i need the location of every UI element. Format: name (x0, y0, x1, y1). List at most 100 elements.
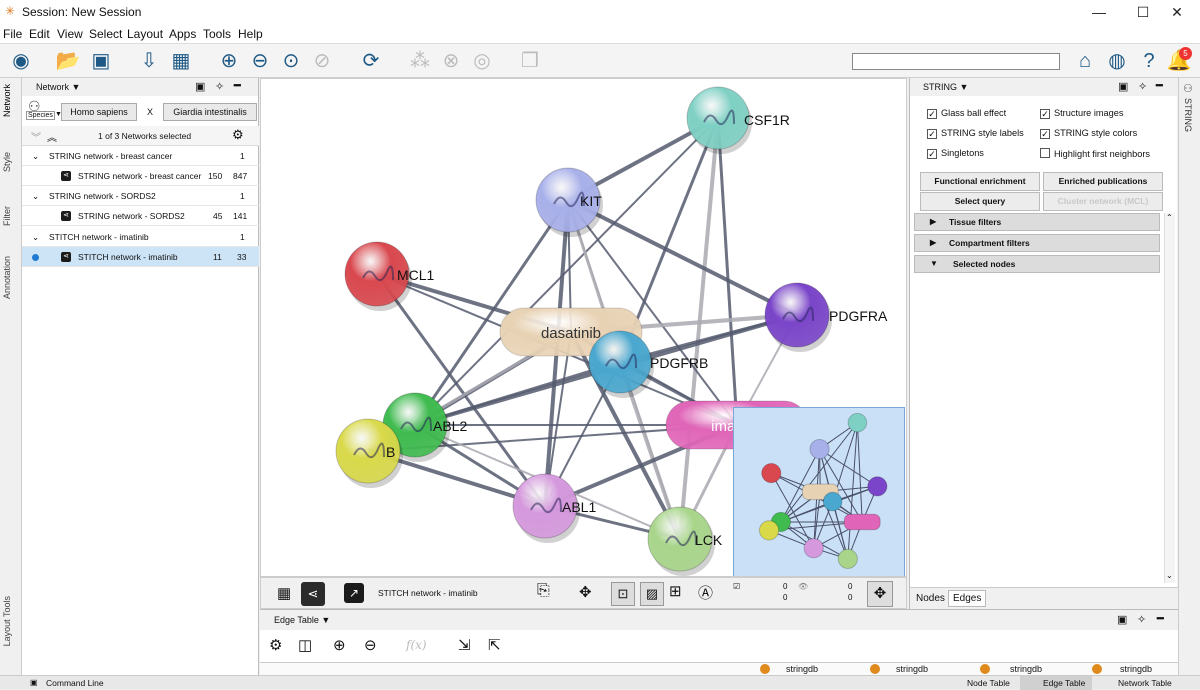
node-ABL2[interactable]: ABL2 (382, 392, 467, 462)
home-icon[interactable]: ⌂ (1078, 50, 1092, 72)
tissue-filters-accordion[interactable]: ▶Tissue filters (914, 213, 1160, 231)
tab-network-table[interactable]: Network Table (1118, 678, 1172, 688)
column-header[interactable]: stringdb (1120, 664, 1153, 674)
node-ball[interactable] (344, 241, 410, 307)
menu-tools[interactable]: Tools (203, 27, 232, 41)
pin-icon[interactable]: ✧ (1138, 81, 1148, 93)
help-icon[interactable]: ? (1143, 50, 1155, 72)
minimize-panel-icon[interactable]: ━ (1157, 613, 1164, 625)
network-overview-panel[interactable] (733, 407, 905, 576)
tab-annotation[interactable]: Annotation (2, 256, 12, 300)
minimize-panel-icon[interactable]: ━ (234, 80, 241, 92)
menu-layout[interactable]: Layout (127, 27, 164, 41)
node-KIT[interactable]: KIT (535, 167, 603, 237)
close-button[interactable]: ✕ (1171, 4, 1183, 20)
show-icon[interactable]: ◎ (473, 50, 491, 72)
checkbox-box[interactable]: ✓ (927, 109, 937, 119)
menu-view[interactable]: View (57, 27, 83, 41)
expand-chevron-icon[interactable]: ⌄ (32, 232, 40, 242)
enriched-publications-button[interactable]: Enriched publications (1043, 172, 1163, 191)
export-table-icon[interactable]: ⇱ (488, 637, 501, 654)
zoom-selected-icon[interactable]: ⊘ (313, 50, 331, 72)
network-row[interactable]: ⋖ STRING network - SORDS2 45 141 (22, 206, 259, 226)
text-annotation-icon[interactable]: Ⓐ (698, 585, 714, 602)
tab-node-table[interactable]: Node Table (967, 678, 1010, 688)
menu-edit[interactable]: Edit (29, 27, 50, 41)
fit-content-icon[interactable]: ✥ (579, 584, 592, 601)
edge-CSF1R-imatinib[interactable] (716, 117, 739, 426)
float-panel-icon[interactable]: ▣ (1118, 81, 1129, 93)
checkbox-box[interactable]: ✓ (927, 129, 937, 139)
add-column-icon[interactable]: ⊕ (333, 637, 346, 654)
import-table-icon[interactable]: ▦ (171, 50, 191, 72)
checkbox-box[interactable]: ✓ (1040, 129, 1050, 139)
collapse-all-icon[interactable]: ︾ (31, 133, 41, 144)
selected-nodes-accordion[interactable]: ▼Selected nodes (914, 255, 1160, 273)
tab-edges[interactable]: Edges (948, 590, 987, 607)
scroll-up-icon[interactable]: ⌃ (1166, 213, 1173, 222)
edge-dasatinib-LCK[interactable] (569, 331, 682, 540)
pin-icon[interactable]: ✧ (215, 81, 225, 93)
column-header[interactable]: stringdb (896, 664, 929, 674)
float-panel-icon[interactable]: ▣ (1117, 614, 1128, 626)
species-tab-homo-sapiens[interactable]: Homo sapiens (61, 103, 137, 121)
node-ball[interactable] (335, 418, 401, 484)
network-view-icon[interactable]: ⋖ (301, 582, 325, 606)
save-session-icon[interactable]: ▣ (91, 50, 111, 72)
menu-file[interactable]: File (3, 27, 23, 41)
collection-row[interactable]: ⌄ STRING network - SORDS2 1 (22, 186, 259, 206)
select-annotations-icon[interactable]: ⊞ (669, 583, 682, 600)
export-image-icon[interactable]: ⎘ (537, 582, 550, 599)
checkbox-string-colors[interactable]: ✓STRING style colors (1040, 128, 1137, 139)
menu-select[interactable]: Select (89, 27, 123, 41)
node-CSF1R[interactable]: CSF1R (686, 86, 790, 154)
network-row-selected[interactable]: ⋖ STITCH network - imatinib 11 33 (22, 247, 259, 267)
edge-CSF1R-LCK[interactable] (678, 117, 720, 540)
import-network-icon[interactable]: ⇩ (140, 50, 158, 72)
network-row[interactable]: ⋖ STRING network - breast cancer 150 847 (22, 166, 259, 186)
expand-chevron-icon[interactable]: ⌄ (32, 191, 40, 201)
navigator-icon[interactable]: ✥ (867, 581, 893, 607)
network-graph[interactable]: CSF1RKITMCL1dasatinibPDGFRAPDGFRBimatini… (261, 79, 907, 577)
tab-layout-tools[interactable]: Layout Tools (2, 596, 12, 647)
checkbox-highlight-neighbors[interactable]: Highlight first neighbors (1040, 148, 1150, 159)
minimize-button[interactable]: — (1092, 4, 1106, 20)
compartment-filters-accordion[interactable]: ▶Compartment filters (914, 234, 1160, 252)
hide-icon[interactable]: ⊗ (442, 50, 460, 72)
scroll-down-icon[interactable]: ⌄ (1166, 571, 1173, 580)
zoom-in-icon[interactable]: ⊕ (220, 50, 238, 72)
collection-row[interactable]: ⌄ STRING network - breast cancer 1 (22, 146, 259, 166)
menu-help[interactable]: Help (238, 27, 263, 41)
refresh-icon[interactable]: ⟳ (362, 50, 380, 72)
node-PDGFRA[interactable]: PDGFRA (764, 282, 888, 352)
grid-view-icon[interactable]: ▦ (277, 585, 292, 602)
network-panel-title[interactable]: Network ▼ (36, 82, 81, 92)
show-all-icon[interactable]: ⁂ (410, 50, 430, 72)
node-ball[interactable] (512, 473, 578, 539)
maximize-button[interactable]: ☐ (1136, 4, 1150, 20)
expand-all-icon[interactable]: ︽ (47, 133, 57, 144)
checkbox-box[interactable]: ✓ (927, 149, 937, 159)
checkbox-glass-ball[interactable]: ✓Glass ball effect (927, 108, 1006, 119)
functional-enrichment-button[interactable]: Functional enrichment (920, 172, 1040, 191)
node-ABL1[interactable]: ABL1 (512, 473, 596, 543)
checkbox-box[interactable]: ✓ (1040, 109, 1050, 119)
zoom-fit-icon[interactable]: ⊙ (282, 50, 300, 72)
delete-column-icon[interactable]: ⊖ (364, 637, 377, 654)
edge-table-title[interactable]: Edge Table ▼ (274, 615, 331, 625)
column-header[interactable]: stringdb (786, 664, 819, 674)
checkbox-string-labels[interactable]: ✓STRING style labels (927, 128, 1024, 139)
show-columns-icon[interactable]: ◫ (298, 637, 313, 654)
tab-edge-table[interactable]: Edge Table (1043, 678, 1086, 688)
node-LCK[interactable]: LCK (647, 506, 723, 576)
tab-string[interactable]: STRING (1183, 98, 1193, 133)
globe-icon[interactable]: ◍ (1108, 50, 1126, 72)
checkbox-box[interactable] (1040, 148, 1050, 158)
edge-PDGFRB-ABL2[interactable] (414, 360, 621, 427)
checkbox-singletons[interactable]: ✓Singletons (927, 148, 984, 159)
select-nodes-icon[interactable]: ⊡ (611, 582, 635, 606)
species-tab-giardia[interactable]: Giardia intestinalis (163, 103, 257, 121)
new-network-from-selection-icon[interactable]: ❐ (521, 50, 539, 72)
search-input[interactable] (852, 53, 1060, 70)
gear-icon[interactable]: ⚙ (232, 127, 244, 142)
